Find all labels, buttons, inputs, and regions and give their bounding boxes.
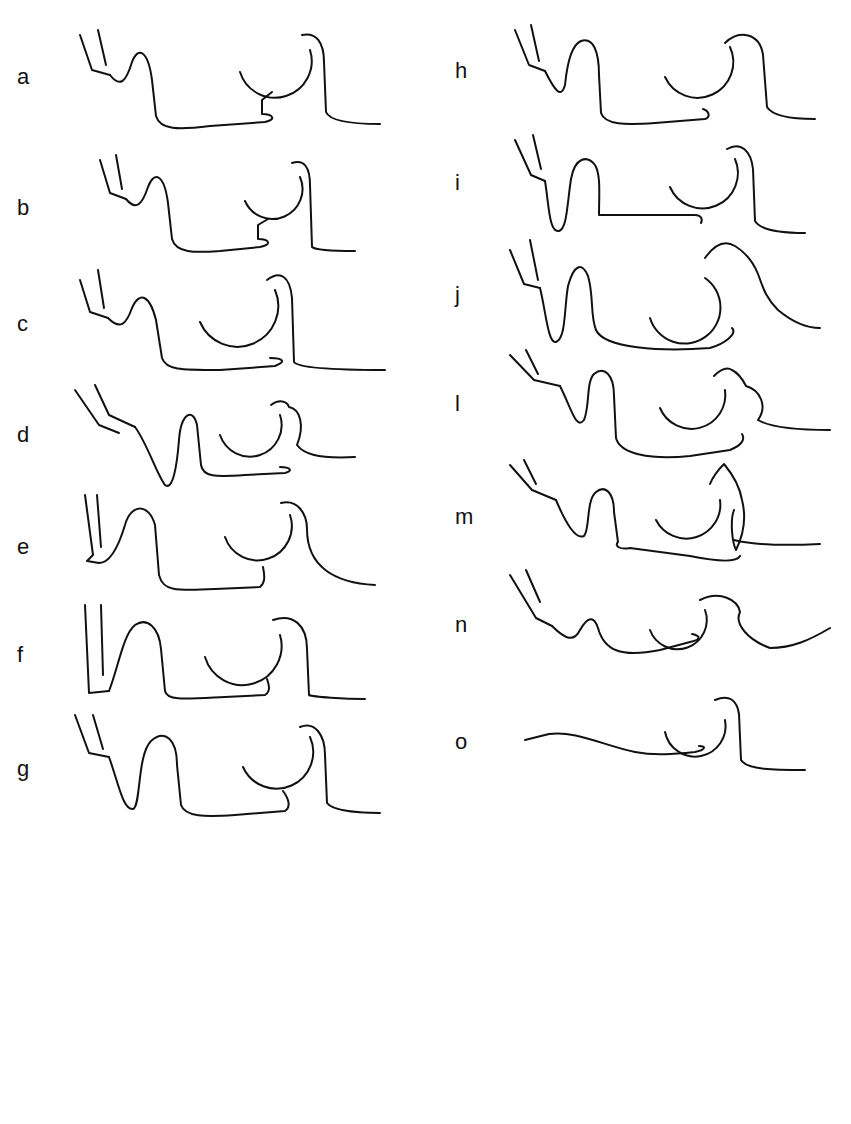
tooth-outline — [80, 270, 385, 370]
tooth-outline — [75, 385, 355, 486]
panel-letter: f — [17, 644, 23, 666]
tooth-outline — [100, 155, 355, 252]
tooth-outline — [525, 698, 805, 770]
panel-letter: g — [17, 758, 29, 780]
panel-letter: j — [455, 284, 460, 306]
tooth-outline — [80, 30, 380, 128]
panel-letter: a — [17, 66, 29, 88]
tooth-outline — [515, 135, 805, 233]
panel-letter: o — [455, 731, 467, 753]
tooth-outline — [85, 495, 375, 590]
tooth-outline — [75, 715, 380, 816]
panel-letter: m — [455, 506, 473, 528]
panel-letter: c — [17, 313, 28, 335]
tooth-outline — [510, 350, 830, 457]
tooth-outline — [510, 460, 820, 561]
tooth-outline — [85, 605, 365, 699]
panel-letter: b — [17, 197, 29, 219]
panel-letter: n — [455, 614, 467, 636]
panel-letter: l — [455, 393, 460, 415]
panel-letter: e — [17, 536, 29, 558]
panel-letter: h — [455, 60, 467, 82]
panel-letter: d — [17, 424, 29, 446]
panel-letter: i — [455, 172, 460, 194]
tooth-outline — [510, 570, 830, 653]
tooth-outline — [515, 25, 815, 124]
tooth-outline — [510, 240, 820, 349]
